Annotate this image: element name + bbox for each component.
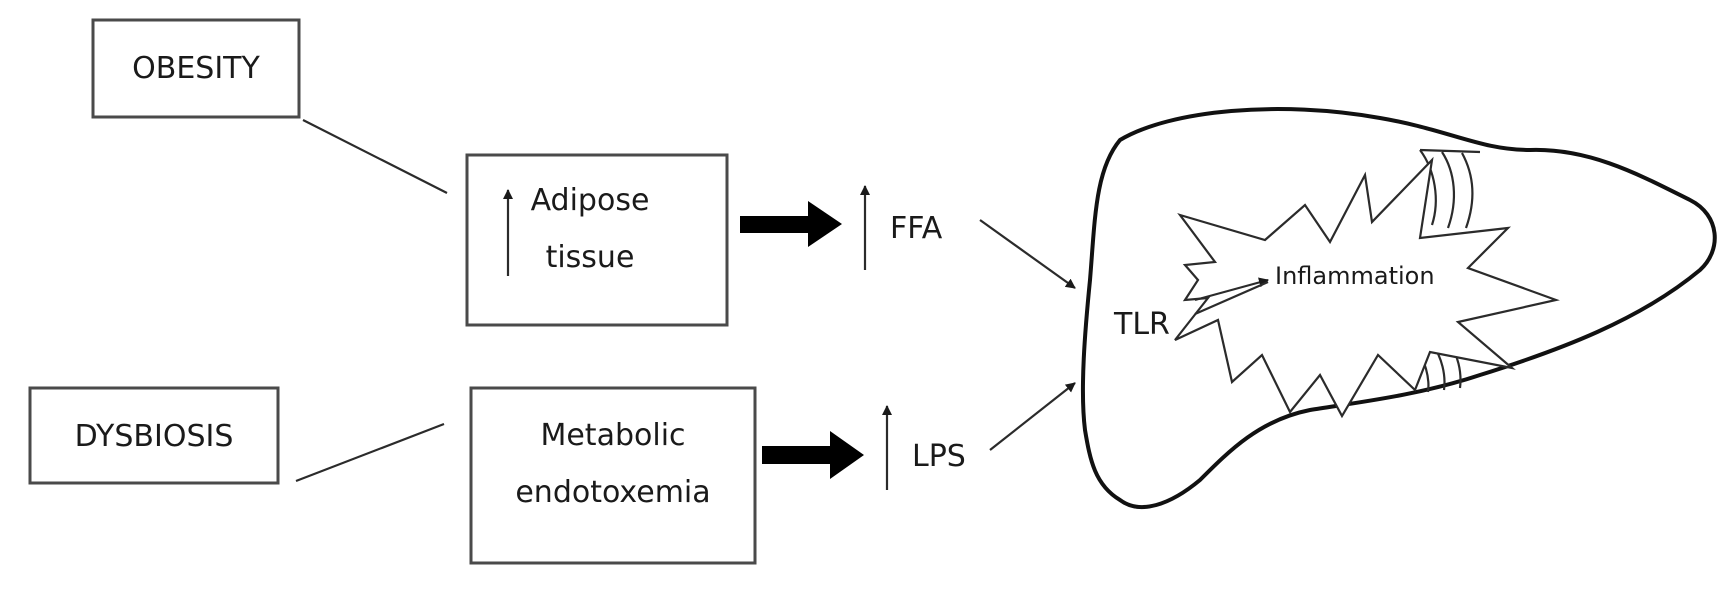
inflammation-label: Inflammation (1275, 262, 1435, 290)
metabolic-label-line2: endotoxemia (515, 475, 710, 510)
obesity-label: OBESITY (132, 51, 260, 86)
adipose-label-line1: Adipose (531, 183, 650, 218)
metabolic-endotoxemia-node: Metabolic endotoxemia (469, 386, 757, 565)
lps-to-liver-arrow (989, 382, 1076, 451)
ffa-label: FFA (890, 211, 943, 246)
obesity-node: OBESITY (91, 18, 301, 119)
lps-node: LPS (882, 405, 966, 490)
tlr-arrow-icon (1194, 280, 1269, 316)
dysbiosis-label: DYSBIOSIS (75, 419, 234, 454)
dysbiosis-to-metabolic-line (295, 422, 445, 483)
tlr-arrow-icon (1194, 277, 1269, 302)
liver-hatch-top (1419, 148, 1481, 229)
adipose-label-line2: tissue (546, 240, 635, 275)
lps-label: LPS (912, 439, 966, 474)
adipose-tissue-node: Adipose tissue (465, 153, 729, 327)
tlr-label: TLR (1113, 307, 1170, 342)
ffa-to-liver-arrow (979, 219, 1076, 289)
thick-arrow-right-icon (762, 431, 864, 479)
ffa-node: FFA (860, 185, 943, 270)
thick-arrow-right-icon (740, 201, 842, 247)
dysbiosis-node: DYSBIOSIS (28, 386, 280, 485)
obesity-to-adipose-line (302, 119, 448, 194)
liver-shape: TLR Inflammation (1080, 107, 1717, 510)
metabolic-label-line1: Metabolic (540, 418, 685, 453)
